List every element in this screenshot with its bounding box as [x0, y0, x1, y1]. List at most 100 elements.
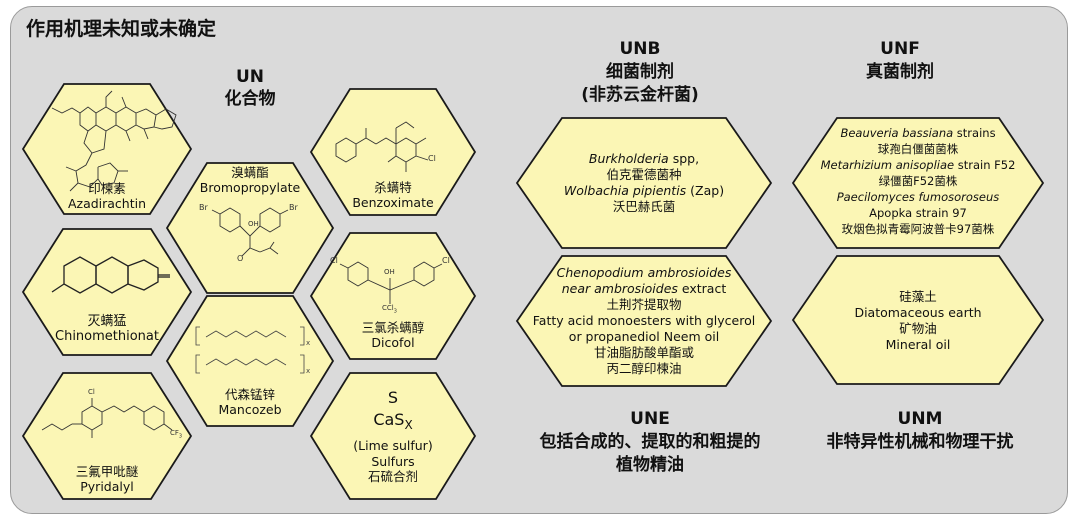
unf-line-2: 球孢白僵菌菌株	[877, 142, 959, 156]
un-name: 化合物	[224, 89, 276, 109]
atom-cl: Cl	[428, 154, 436, 163]
sulfurs-formula: CaSX	[310, 408, 476, 437]
mancozeb-cn: 代森锰锌	[224, 387, 275, 402]
une-text: Chenopodium ambrosioides near ambrosioid…	[516, 265, 772, 377]
azadirachtin-structure	[51, 90, 177, 192]
hexagon-shape	[309, 88, 477, 216]
unm-line-3: 矿物油	[899, 321, 937, 336]
bromopropylate-structure	[211, 207, 289, 257]
hex-benzoximate: 杀螨特 Benzoximate Cl	[309, 88, 477, 216]
hex-mancozeb: x x 代森锰锌 Mancozeb	[165, 295, 335, 427]
unf-name: 真菌制剂	[866, 62, 934, 82]
un-code: UN	[235, 67, 265, 87]
atom-ccl3-text: CCl	[382, 304, 394, 312]
hex-unb: Burkholderia spp, 伯克霍德菌种 Wolbachia pipie…	[515, 117, 773, 249]
unm-text: 硅藻土 Diatomaceous earth 矿物油 Mineral oil	[792, 289, 1044, 353]
unb-note: (非苏云金杆菌)	[581, 85, 699, 105]
atom-br-left: Br	[199, 203, 208, 212]
atom-oh: OH	[248, 220, 259, 228]
unf-line-6: Apopka strain 97	[869, 206, 967, 220]
mancozeb-structure	[195, 326, 305, 374]
hexagon-shape	[21, 228, 193, 356]
sulfurs-cas-sub: X	[404, 418, 413, 433]
unf-text: Beauveria bassiana strains 球孢白僵菌菌株 Metar…	[792, 125, 1044, 237]
une-line-5: or propanediol Neem oil	[568, 329, 720, 344]
benzoximate-structure	[335, 121, 429, 172]
unb-text: Burkholderia spp, 伯克霍德菌种 Wolbachia pipie…	[516, 151, 772, 215]
atom-cl-left: Cl	[330, 256, 338, 265]
unb-line-1b: spp,	[668, 151, 700, 166]
sulfurs-lime: (Lime sulfur)	[353, 438, 433, 454]
atom-x-2: x	[306, 367, 311, 375]
unm-heading: UNM 非特异性机械和物理干扰	[800, 408, 1040, 454]
unb-line-3b: (Zap)	[686, 183, 725, 198]
dicofol-caption: 三氯杀螨醇 Dicofol	[310, 320, 476, 350]
hex-azadirachtin: 印楝素 Azadirachtin	[21, 83, 193, 215]
mancozeb-en: Mancozeb	[218, 402, 282, 417]
hex-pyridalyl: Cl CF3 三氟甲吡醚 Pyridalyl	[21, 372, 193, 500]
azadirachtin-cn: 印楝素	[88, 181, 126, 196]
dicofol-cn: 三氯杀螨醇	[361, 320, 425, 335]
unf-line-1: Beauveria bassiana	[840, 126, 954, 140]
pyridalyl-cn: 三氟甲吡醚	[75, 464, 139, 479]
bromopropylate-caption: 溴螨酯 Bromopropylate	[166, 165, 334, 195]
benzoximate-caption: 杀螨特 Benzoximate	[310, 180, 476, 210]
hex-sulfurs: S CaSX (Lime sulfur) Sulfurs 石硫合剂	[309, 372, 477, 500]
atom-cl-right: Cl	[442, 256, 450, 265]
une-line-2b: extract	[677, 281, 727, 296]
atom-cf3-sub: 3	[178, 433, 183, 440]
pyridalyl-caption: 三氟甲吡醚 Pyridalyl	[22, 464, 192, 494]
chinomethionat-structure	[51, 256, 170, 294]
unb-heading: UNB 细菌制剂 (非苏云金杆菌)	[560, 38, 720, 107]
unm-line-1: 硅藻土	[899, 289, 937, 304]
hex-une: Chenopodium ambrosioides near ambrosioid…	[515, 255, 773, 387]
unm-name: 非特异性机械和物理干扰	[826, 432, 1014, 452]
atom-ccl3-sub: 3	[393, 308, 397, 315]
chinomethionat-en: Chinomethionat	[55, 329, 159, 344]
hexagon-shape	[515, 255, 773, 387]
page-title: 作用机理未知或未确定	[26, 18, 217, 40]
unf-line-3b: strain F52	[954, 158, 1016, 172]
une-line-2: near ambrosioides	[561, 281, 678, 296]
une-code: UNE	[630, 409, 670, 429]
unf-code: UNF	[880, 39, 920, 59]
unb-code: UNB	[619, 39, 661, 59]
atom-cl: Cl	[88, 388, 95, 396]
bromopropylate-cn: 溴螨酯	[231, 165, 269, 180]
un-heading: UN 化合物	[200, 66, 300, 110]
unf-line-7: 玫烟色拟青霉阿波普卡97菌株	[841, 222, 995, 236]
unm-line-4: Mineral oil	[885, 337, 951, 352]
une-name-2: 植物精油	[616, 455, 684, 475]
une-name: 包括合成的、提取的和粗提的	[539, 432, 761, 452]
hexagon-shape	[165, 162, 335, 294]
pyridalyl-en: Pyridalyl	[80, 479, 134, 494]
une-line-6: 甘油脂肪酸单酯或	[593, 345, 694, 360]
mancozeb-caption: 代森锰锌 Mancozeb	[166, 387, 334, 417]
hexagon-shape	[309, 372, 477, 500]
hex-dicofol: Cl Cl OH CCl3 三氯杀螨醇 Dicofol	[309, 232, 477, 360]
unb-line-1: Burkholderia	[588, 151, 669, 166]
hex-bromopropylate: 溴螨酯 Bromopropylate Br Br OH O	[165, 162, 335, 294]
unf-line-3: Metarhizium anisopliae	[820, 158, 955, 172]
unm-line-2: Diatomaceous earth	[854, 305, 982, 320]
unf-line-1b: strains	[953, 126, 996, 140]
unb-line-4: 沃巴赫氏菌	[612, 199, 676, 214]
hexagon-shape	[309, 232, 477, 360]
atom-cf3-text: CF	[170, 429, 179, 437]
hexagon-shape	[791, 117, 1045, 249]
hex-unm: 硅藻土 Diatomaceous earth 矿物油 Mineral oil	[791, 255, 1045, 385]
hexagon-shape	[21, 83, 193, 215]
atom-ccl3: CCl3	[382, 304, 397, 314]
hexagon-shape	[21, 372, 193, 500]
unb-line-3: Wolbachia pipientis	[563, 183, 687, 198]
une-line-1: Chenopodium ambrosioides	[556, 265, 732, 280]
sulfurs-text: S CaSX (Lime sulfur) Sulfurs 石硫合剂	[310, 388, 476, 484]
azadirachtin-en: Azadirachtin	[67, 196, 147, 211]
unb-line-2: 伯克霍德菌种	[606, 167, 682, 182]
chinomethionat-cn: 灭螨猛	[87, 314, 127, 329]
benzoximate-cn: 杀螨特	[374, 180, 412, 195]
hexagon-shape	[515, 117, 773, 249]
atom-cf3: CF3	[170, 429, 182, 439]
atom-o: O	[237, 254, 244, 263]
une-line-4: Fatty acid monoesters with glycerol	[532, 313, 756, 328]
